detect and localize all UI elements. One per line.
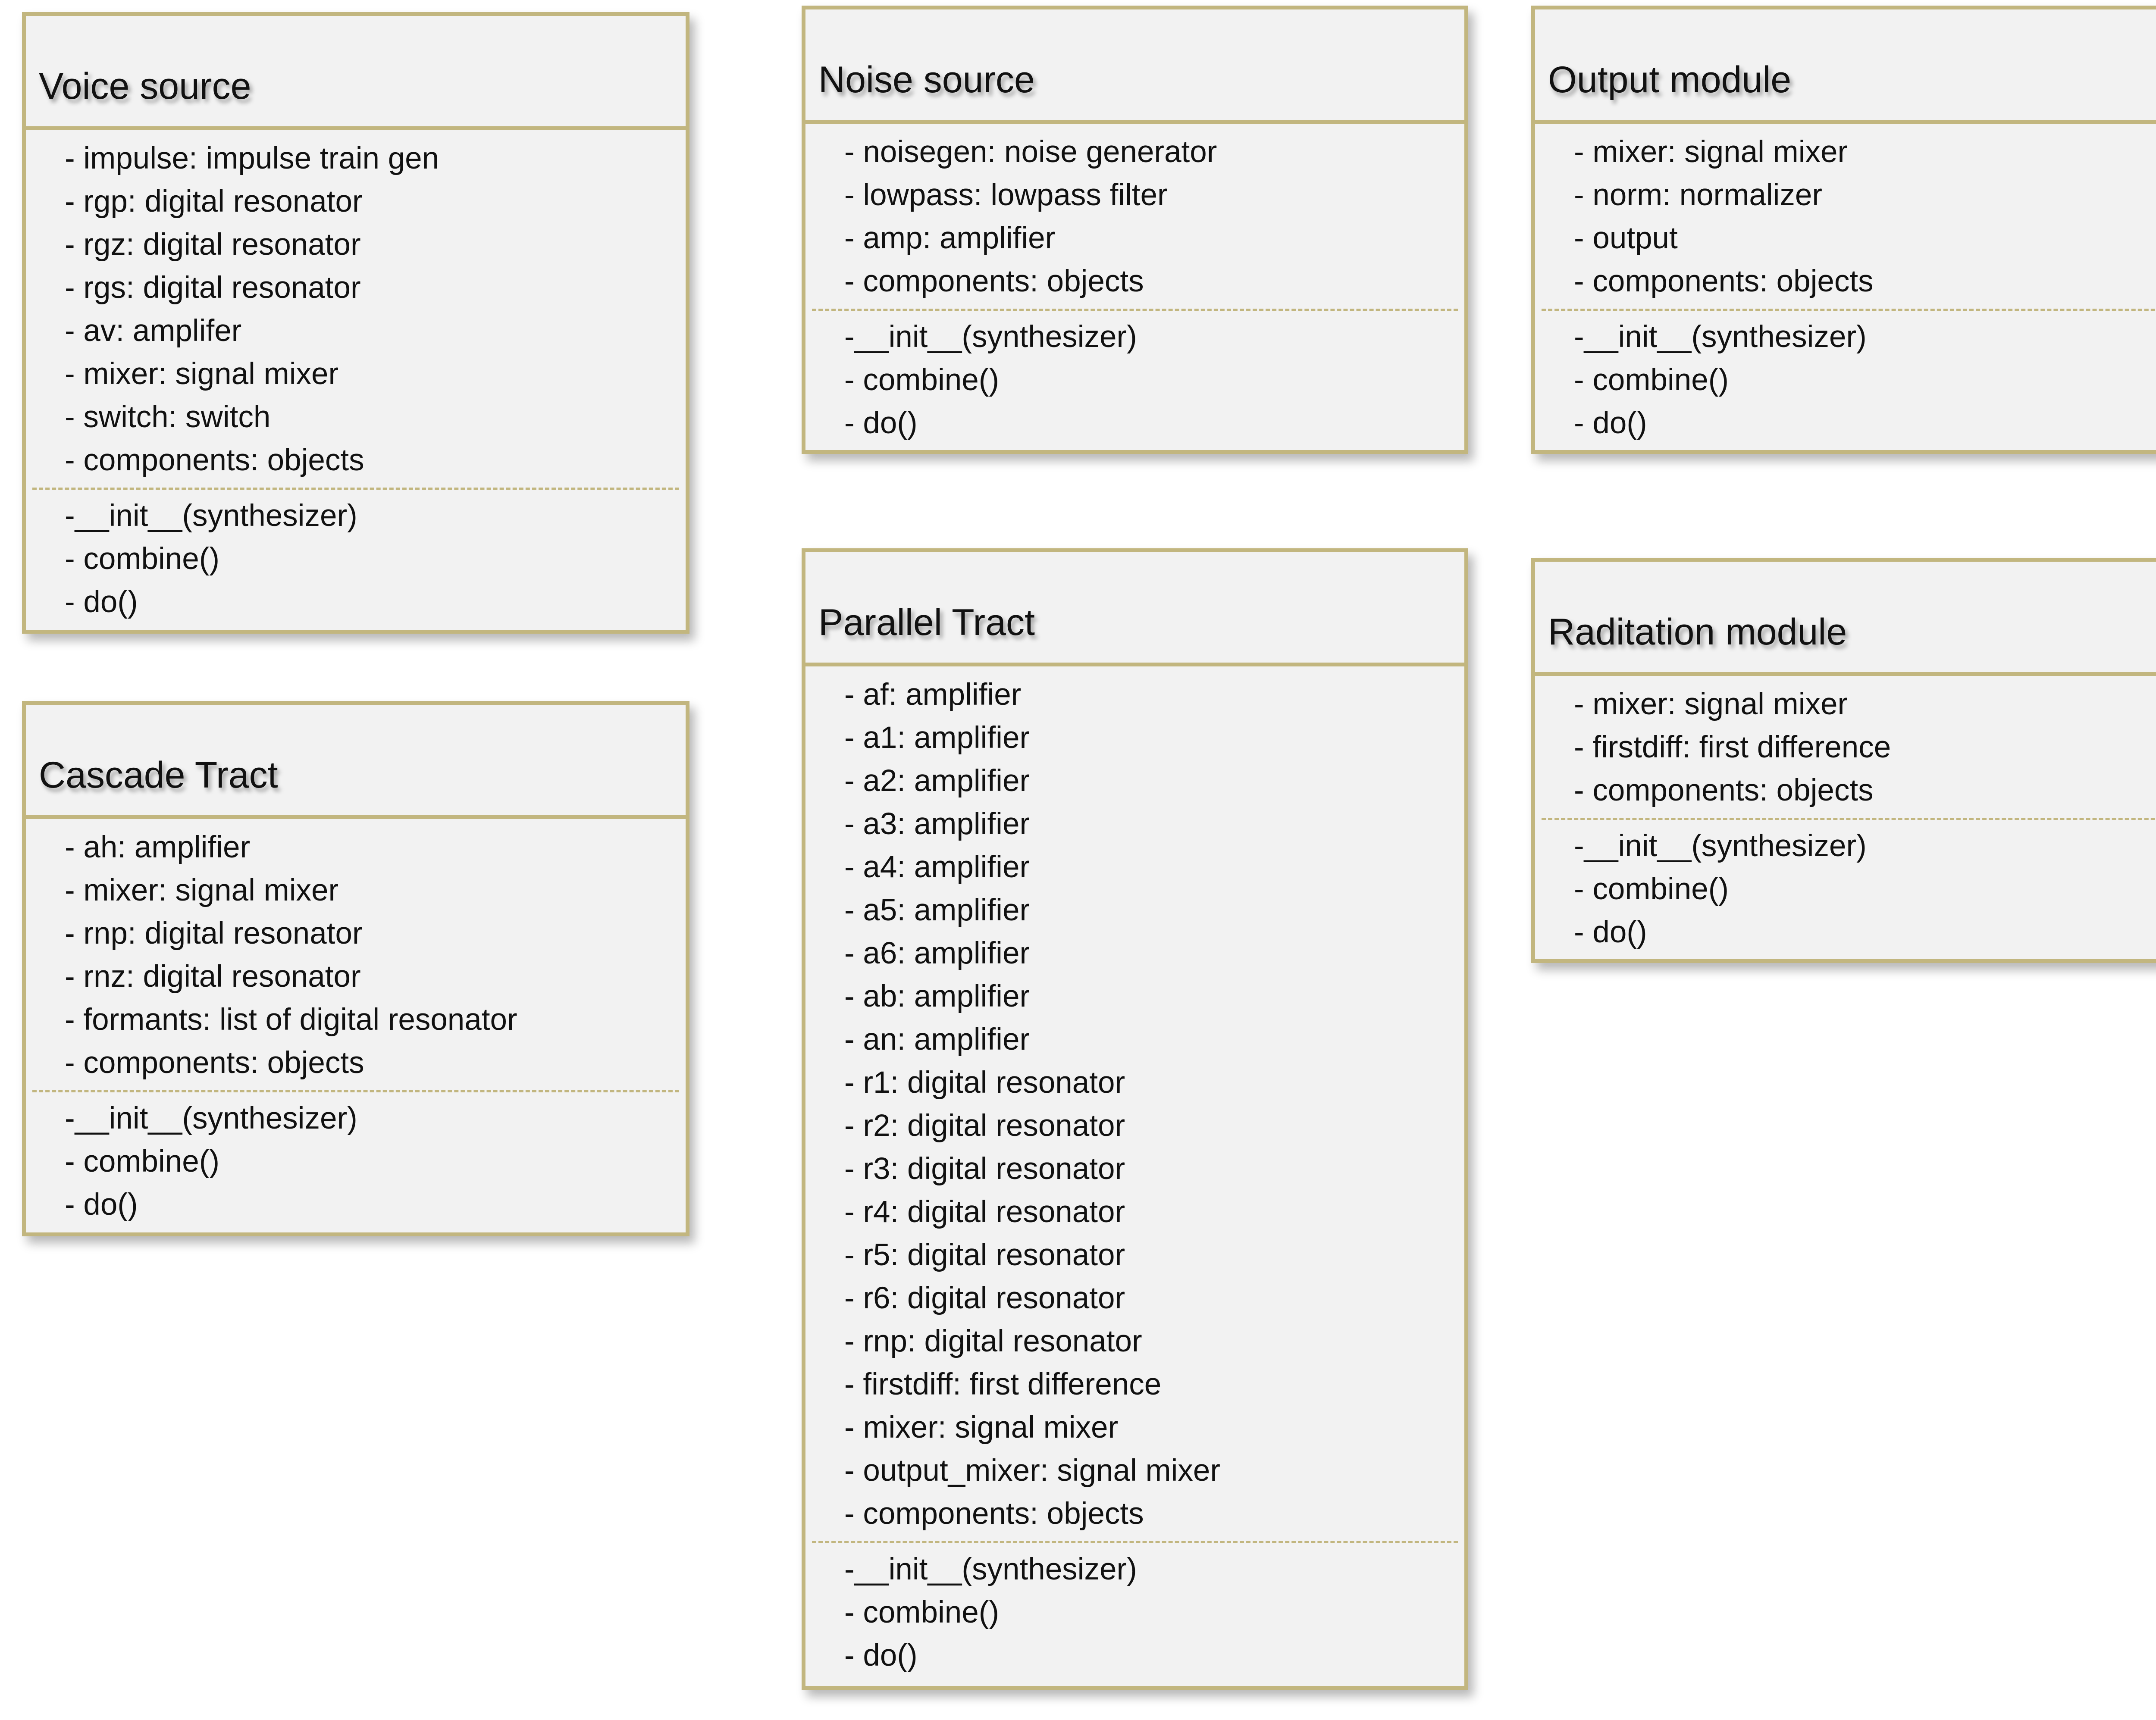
attribute-item: - switch: switch	[26, 396, 686, 439]
class-box-output-module: Output module - mixer: signal mixer - no…	[1531, 6, 2156, 454]
class-title: Voice source	[39, 68, 251, 105]
method-item: - do()	[26, 581, 686, 624]
method-list: -__init__(synthesizer) - combine() - do(…	[805, 316, 1464, 445]
attribute-item: - firstdiff: first difference	[1535, 726, 2156, 769]
section-divider	[812, 309, 1458, 311]
method-item: - do()	[26, 1183, 686, 1226]
attribute-item: - components: objects	[1535, 769, 2156, 812]
attribute-item: - r3: digital resonator	[805, 1148, 1464, 1191]
method-item: - do()	[1535, 911, 2156, 954]
attribute-item: - formants: list of digital resonator	[26, 998, 686, 1041]
method-item: - combine()	[26, 538, 686, 581]
attribute-item: - rgs: digital resonator	[26, 266, 686, 310]
attribute-item: - mixer: signal mixer	[805, 1406, 1464, 1449]
class-header: Raditation module	[1535, 562, 2156, 676]
attribute-item: - mixer: signal mixer	[26, 869, 686, 912]
method-item: - combine()	[26, 1140, 686, 1183]
attribute-item: - af: amplifier	[805, 673, 1464, 716]
attribute-list: - ah: amplifier - mixer: signal mixer - …	[26, 819, 686, 1085]
method-item: -__init__(synthesizer)	[1535, 825, 2156, 868]
attribute-item: - mixer: signal mixer	[1535, 131, 2156, 174]
attribute-item: - mixer: signal mixer	[1535, 683, 2156, 726]
attribute-item: - r6: digital resonator	[805, 1277, 1464, 1320]
method-list: -__init__(synthesizer) - combine() - do(…	[26, 1097, 686, 1226]
class-header: Parallel Tract	[805, 552, 1464, 666]
attribute-item: - an: amplifier	[805, 1018, 1464, 1061]
method-list: -__init__(synthesizer) - combine() - do(…	[1535, 825, 2156, 954]
method-list: -__init__(synthesizer) - combine() - do(…	[26, 494, 686, 624]
attribute-item: - output	[1535, 217, 2156, 260]
method-item: -__init__(synthesizer)	[26, 494, 686, 538]
method-list: -__init__(synthesizer) - combine() - do(…	[805, 1548, 1464, 1677]
attribute-list: - af: amplifier - a1: amplifier - a2: am…	[805, 666, 1464, 1535]
attribute-item: - a4: amplifier	[805, 846, 1464, 889]
attribute-list: - noisegen: noise generator - lowpass: l…	[805, 124, 1464, 303]
attribute-item: - rgz: digital resonator	[26, 223, 686, 266]
section-divider	[1542, 309, 2156, 311]
class-header: Output module	[1535, 9, 2156, 124]
attribute-item: - ab: amplifier	[805, 975, 1464, 1018]
class-title: Parallel Tract	[818, 604, 1035, 641]
method-item: - do()	[805, 402, 1464, 445]
attribute-item: - firstdiff: first difference	[805, 1363, 1464, 1406]
method-item: - combine()	[805, 359, 1464, 402]
attribute-item: - rgp: digital resonator	[26, 180, 686, 223]
attribute-item: - a5: amplifier	[805, 889, 1464, 932]
class-title: Cascade Tract	[39, 757, 278, 794]
class-header: Voice source	[26, 16, 686, 130]
attribute-item: - a6: amplifier	[805, 932, 1464, 975]
method-item: - combine()	[1535, 868, 2156, 911]
section-divider	[32, 1090, 679, 1092]
attribute-item: - r2: digital resonator	[805, 1104, 1464, 1148]
attribute-list: - mixer: signal mixer - norm: normalizer…	[1535, 124, 2156, 303]
attribute-item: - noisegen: noise generator	[805, 131, 1464, 174]
section-divider	[812, 1541, 1458, 1543]
class-box-parallel-tract: Parallel Tract - af: amplifier - a1: amp…	[802, 548, 1468, 1690]
class-box-radiation-module: Raditation module - mixer: signal mixer …	[1531, 558, 2156, 963]
attribute-item: - r4: digital resonator	[805, 1191, 1464, 1234]
method-item: - combine()	[805, 1591, 1464, 1634]
class-title: Raditation module	[1548, 613, 1847, 650]
attribute-item: - components: objects	[805, 260, 1464, 303]
method-item: - combine()	[1535, 359, 2156, 402]
class-header: Noise source	[805, 9, 1464, 124]
class-box-voice-source: Voice source - impulse: impulse train ge…	[22, 12, 689, 634]
attribute-item: - a3: amplifier	[805, 803, 1464, 846]
method-item: - do()	[1535, 402, 2156, 445]
attribute-item: - lowpass: lowpass filter	[805, 174, 1464, 217]
attribute-list: - mixer: signal mixer - firstdiff: first…	[1535, 676, 2156, 812]
attribute-list: - impulse: impulse train gen - rgp: digi…	[26, 130, 686, 482]
section-divider	[32, 488, 679, 490]
attribute-item: - rnz: digital resonator	[26, 955, 686, 998]
attribute-item: - rnp: digital resonator	[805, 1320, 1464, 1363]
attribute-item: - norm: normalizer	[1535, 174, 2156, 217]
attribute-item: - components: objects	[805, 1492, 1464, 1535]
method-item: -__init__(synthesizer)	[1535, 316, 2156, 359]
attribute-item: - mixer: signal mixer	[26, 353, 686, 396]
method-item: -__init__(synthesizer)	[26, 1097, 686, 1140]
method-item: - do()	[805, 1634, 1464, 1677]
attribute-item: - a1: amplifier	[805, 716, 1464, 760]
method-item: -__init__(synthesizer)	[805, 316, 1464, 359]
attribute-item: - output_mixer: signal mixer	[805, 1449, 1464, 1492]
attribute-item: - impulse: impulse train gen	[26, 137, 686, 180]
attribute-item: - r5: digital resonator	[805, 1234, 1464, 1277]
method-list: -__init__(synthesizer) - combine() - do(…	[1535, 316, 2156, 445]
class-box-cascade-tract: Cascade Tract - ah: amplifier - mixer: s…	[22, 701, 689, 1236]
attribute-item: - r1: digital resonator	[805, 1061, 1464, 1104]
attribute-item: - amp: amplifier	[805, 217, 1464, 260]
attribute-item: - av: amplifer	[26, 310, 686, 353]
class-header: Cascade Tract	[26, 705, 686, 819]
section-divider	[1542, 818, 2156, 820]
class-box-noise-source: Noise source - noisegen: noise generator…	[802, 6, 1468, 454]
class-title: Output module	[1548, 61, 1791, 98]
attribute-item: - rnp: digital resonator	[26, 912, 686, 955]
attribute-item: - components: objects	[26, 1041, 686, 1085]
attribute-item: - ah: amplifier	[26, 826, 686, 869]
attribute-item: - components: objects	[1535, 260, 2156, 303]
method-item: -__init__(synthesizer)	[805, 1548, 1464, 1591]
attribute-item: - a2: amplifier	[805, 760, 1464, 803]
attribute-item: - components: objects	[26, 439, 686, 482]
class-title: Noise source	[818, 61, 1035, 98]
